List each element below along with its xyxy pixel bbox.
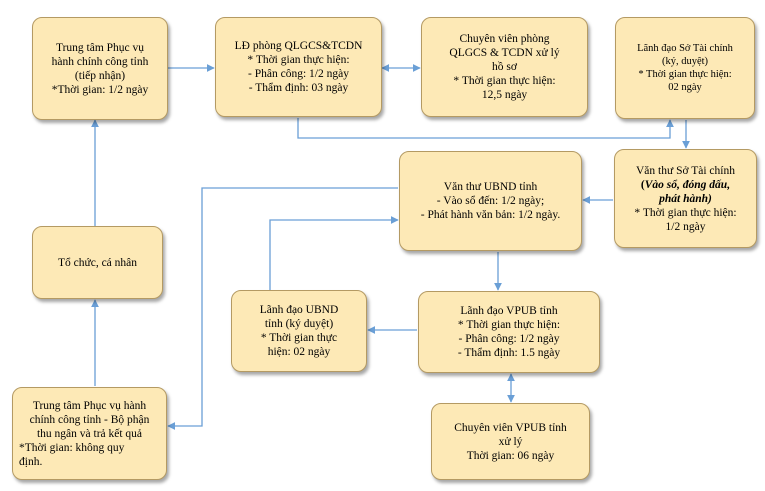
node-ubnd-clerk: Văn thư UBND tỉnh - Vào sổ đến: 1/2 ngày… — [399, 151, 582, 251]
node-finance-leader: Lãnh đạo Sở Tài chính (ký, duyệt) * Thời… — [615, 17, 755, 119]
arrow-dept-to-finance-leader — [297, 118, 674, 139]
node-vpub-specialist-line: xử lý — [498, 435, 523, 448]
node-dept-head: LĐ phòng QLGCS&TCDN * Thời gian thực hiệ… — [215, 17, 382, 117]
node-return-desk-line: *Thời gian: không quy — [19, 441, 125, 454]
node-individual: Tổ chức, cá nhân — [32, 226, 163, 299]
node-finance-leader-line: Lãnh đạo Sở Tài chính — [637, 43, 733, 54]
node-vpub-leader-line: * Thời gian thực hiện: — [457, 319, 561, 331]
node-reception-time: *Thời gian: 1/2 ngày — [51, 83, 149, 96]
node-dept-head-line: - Thẩm định: 03 ngày — [248, 82, 349, 94]
node-finance-clerk-line: 1/2 ngày — [665, 220, 706, 233]
arrow-ubnd-leader-to-ubnd-clerk — [269, 216, 399, 290]
node-vpub-specialist: Chuyên viên VPUB tỉnh xử lý Thời gian: 0… — [431, 403, 590, 480]
node-vpub-specialist-line: Chuyên viên VPUB tỉnh — [454, 421, 567, 434]
node-vpub-leader: Lãnh đạo VPUB tỉnh * Thời gian thực hiện… — [418, 291, 600, 373]
node-dept-head-line: - Phân công: 1/2 ngày — [248, 68, 349, 80]
node-finance-clerk-title: Văn thư Sở Tài chính — [636, 164, 735, 177]
node-specialist-line: hồ sơ — [492, 61, 517, 73]
node-vpub-leader-line: - Thẩm định: 1.5 ngày — [457, 347, 561, 359]
arrow-ubnd-clerk-to-return-desk — [167, 187, 398, 430]
node-return-desk-line: Trung tâm Phục vụ hành — [32, 399, 147, 412]
italic-note: Vào sổ, đóng dấu, — [644, 178, 731, 191]
node-ubnd-clerk-line: - Vào sổ đến: 1/2 ngày; — [436, 195, 545, 207]
node-specialist: Chuyên viên phòng QLGCS & TCDN xử lý hồ … — [421, 17, 588, 117]
node-ubnd-clerk-line: - Phát hành văn bản: 1/2 ngày. — [420, 209, 561, 221]
node-return-desk: Trung tâm Phục vụ hành chính công tỉnh -… — [12, 387, 167, 480]
node-specialist-line: * Thời gian thực hiện: — [453, 75, 556, 87]
node-reception-line: hành chính công tỉnh — [51, 55, 149, 68]
node-ubnd-leader-line: hiện: 02 ngày — [267, 346, 331, 358]
node-specialist-line: QLGCS & TCDN xử lý — [449, 47, 560, 59]
node-ubnd-leader-line: Lãnh đạo UBND — [259, 304, 339, 316]
node-finance-leader-line: * Thời gian thực hiện: — [638, 69, 732, 80]
node-reception-line: Trung tâm Phục vụ — [55, 41, 145, 54]
node-vpub-leader-title: Lãnh đạo VPUB tỉnh — [460, 305, 558, 317]
node-return-desk-line: thu ngân và trả kết quả — [36, 427, 143, 440]
node-finance-leader-line: 02 ngày — [668, 82, 702, 93]
node-specialist-line: 12,5 ngày — [481, 89, 528, 101]
node-return-desk-line: định. — [19, 455, 43, 468]
node-individual-label: Tổ chức, cá nhân — [57, 256, 138, 269]
node-finance-clerk: Văn thư Sở Tài chính (Vào sổ, đóng dấu, … — [614, 149, 757, 248]
node-reception: Trung tâm Phục vụ hành chính công tỉnh (… — [32, 17, 168, 120]
node-ubnd-leader: Lãnh đạo UBND tỉnh (ký duyệt) * Thời gia… — [231, 290, 367, 372]
node-dept-head-line: * Thời gian thực hiện: — [247, 54, 350, 66]
node-return-desk-line: chính công tỉnh - Bộ phận — [29, 413, 150, 426]
node-ubnd-leader-line: tỉnh (ký duyệt) — [264, 318, 334, 330]
open-paren: ( — [640, 178, 645, 191]
node-finance-clerk-note: (Vào sổ, đóng dấu, — [641, 178, 730, 192]
node-finance-clerk-note2: phát hành) — [659, 192, 712, 205]
node-specialist-line: Chuyên viên phòng — [459, 33, 550, 45]
node-finance-clerk-line: * Thời gian thực hiện: — [634, 206, 737, 219]
node-vpub-leader-line: - Phân công: 1/2 ngày — [458, 333, 560, 345]
node-dept-head-title: LĐ phòng QLGCS&TCDN — [234, 40, 363, 52]
node-vpub-specialist-line: Thời gian: 06 ngày — [466, 449, 555, 462]
node-ubnd-clerk-title: Văn thư UBND tỉnh — [443, 181, 538, 193]
node-finance-leader-line: (ký, duyệt) — [661, 56, 709, 67]
node-ubnd-leader-line: * Thời gian thực — [260, 332, 338, 344]
node-reception-line: (tiếp nhận) — [74, 69, 126, 82]
